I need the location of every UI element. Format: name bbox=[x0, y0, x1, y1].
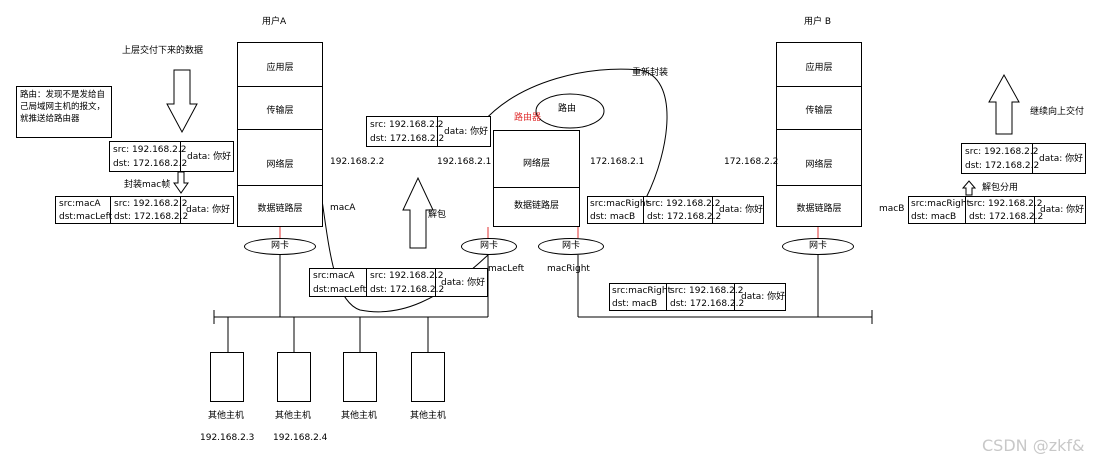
packet-ip-left: src: 192.168.2.2 dst: 172.168.2.2 data: … bbox=[109, 141, 234, 172]
frame-src-ip: src: 192.168.2.2 bbox=[647, 199, 721, 209]
frame-src-ip: src: 192.168.2.2 bbox=[969, 199, 1043, 209]
deliver-up-label: 继续向上交付 bbox=[1030, 107, 1085, 117]
user-a-mac-label: macA bbox=[330, 203, 356, 213]
reencap-label: 重新封装 bbox=[632, 68, 669, 78]
frame-src-mac: src:macRight bbox=[911, 199, 971, 209]
packet-dst-ip: dst: 172.168.2.2 bbox=[965, 161, 1040, 171]
frame-dst-mac: dst: macB bbox=[612, 299, 658, 309]
router-protocol-stack: 网络层 数据链路层 bbox=[493, 130, 580, 227]
user-b-transport-layer: 传输层 bbox=[805, 106, 833, 116]
frame-macright-wire: src:macRight dst: macB src: 192.168.2.2 … bbox=[609, 283, 786, 311]
watermark: CSDN @zkf& bbox=[982, 436, 1085, 455]
user-a-title: 用户A bbox=[262, 17, 287, 27]
frame-data: data: 你好 bbox=[186, 205, 231, 215]
routing-bubble-label: 路由 bbox=[558, 104, 577, 114]
frame-dst-ip: dst: 172.168.2.2 bbox=[670, 299, 745, 309]
frame-src-mac: src:macA bbox=[59, 199, 101, 209]
router-network-layer: 网络层 bbox=[522, 159, 550, 169]
frame-src-ip: src: 192.168.2.2 bbox=[114, 199, 188, 209]
router-nic-left: 网卡 bbox=[461, 238, 517, 255]
frame-data: data: 你好 bbox=[1040, 205, 1085, 215]
frame-data: data: 你好 bbox=[719, 205, 764, 215]
unpack-use-label: 解包分用 bbox=[982, 183, 1019, 193]
frame-dst-mac: dst: macB bbox=[590, 212, 636, 222]
user-a-application-layer: 应用层 bbox=[266, 63, 294, 73]
frame-dst-mac: dst:macLeft bbox=[59, 212, 113, 222]
frame-data: data: 你好 bbox=[741, 292, 786, 302]
packet-dst-ip: dst: 172.168.2.2 bbox=[113, 159, 188, 169]
packet-ip-right: src: 192.168.2.2 dst: 172.168.2.2 data: … bbox=[961, 143, 1086, 174]
frame-src-mac: src:macRight bbox=[612, 286, 672, 296]
routing-note: 路由：发现不是发给自己局域网主机的报文，就推送给路由器 bbox=[16, 86, 112, 138]
packet-src-ip: src: 192.168.2.2 bbox=[370, 120, 444, 130]
user-a-nic: 网卡 bbox=[244, 238, 316, 255]
router-datalink-layer: 数据链路层 bbox=[513, 201, 559, 211]
upper-data-label: 上层交付下来的数据 bbox=[122, 46, 204, 56]
other-host-1 bbox=[210, 352, 244, 402]
router-nic-right: 网卡 bbox=[538, 238, 604, 255]
frame-dst-ip: dst: 172.168.2.2 bbox=[114, 212, 189, 222]
packet-ip-router: src: 192.168.2.2 dst: 172.168.2.2 data: … bbox=[366, 116, 491, 147]
frame-src-mac: src:macRight bbox=[590, 199, 650, 209]
encap-mac-label: 封装mac帧 bbox=[124, 180, 171, 190]
frame-src-mac: src:macA bbox=[313, 271, 355, 281]
router-left-ip: 192.168.2.1 bbox=[437, 157, 492, 167]
other-host-4 bbox=[411, 352, 445, 402]
user-b-ip-label: 172.168.2.2 bbox=[724, 157, 779, 167]
user-a-network-layer: 网络层 bbox=[266, 160, 294, 170]
user-b-protocol-stack: 应用层 传输层 网络层 数据链路层 bbox=[776, 42, 862, 227]
packet-src-ip: src: 192.168.2.2 bbox=[965, 147, 1039, 157]
packet-data: data: 你好 bbox=[444, 127, 489, 137]
frame-dst-mac: dst: macB bbox=[911, 212, 957, 222]
router-right-ip: 172.168.2.1 bbox=[590, 157, 645, 167]
packet-src-ip: src: 192.168.2.2 bbox=[113, 145, 187, 155]
user-b-datalink-layer: 数据链路层 bbox=[796, 204, 842, 214]
router-right-mac: macRight bbox=[547, 264, 590, 274]
frame-maca-left: src:macA dst:macLeft src: 192.168.2.2 ds… bbox=[55, 196, 234, 224]
user-a-datalink-layer: 数据链路层 bbox=[257, 204, 303, 214]
frame-maca-wire: src:macA dst:macLeft src: 192.168.2.2 ds… bbox=[309, 268, 488, 297]
user-b-application-layer: 应用层 bbox=[805, 63, 833, 73]
user-a-ip-label: 192.168.2.2 bbox=[330, 157, 385, 167]
frame-data: data: 你好 bbox=[441, 278, 486, 288]
other-host-label: 其他主机 bbox=[275, 411, 312, 421]
frame-src-ip: src: 192.168.2.2 bbox=[370, 271, 444, 281]
other-host-ip: 192.168.2.3 bbox=[200, 433, 255, 443]
router-title: 路由器 bbox=[514, 113, 542, 123]
user-a-protocol-stack: 应用层 传输层 网络层 数据链路层 bbox=[237, 42, 323, 227]
packet-data: data: 你好 bbox=[1039, 154, 1084, 164]
packet-data: data: 你好 bbox=[187, 152, 232, 162]
frame-dst-ip: dst: 172.168.2.2 bbox=[647, 212, 722, 222]
user-b-network-layer: 网络层 bbox=[805, 160, 833, 170]
other-host-label: 其他主机 bbox=[341, 411, 378, 421]
frame-dst-ip: dst: 172.168.2.2 bbox=[370, 285, 445, 295]
frame-src-ip: src: 192.168.2.2 bbox=[670, 286, 744, 296]
router-left-mac: macLeft bbox=[488, 264, 525, 274]
packet-dst-ip: dst: 172.168.2.2 bbox=[370, 134, 445, 144]
frame-dst-ip: dst: 172.168.2.2 bbox=[969, 212, 1044, 222]
other-host-ip: 192.168.2.4 bbox=[273, 433, 328, 443]
other-host-label: 其他主机 bbox=[208, 411, 245, 421]
unpack-label: 解包 bbox=[428, 210, 447, 220]
user-a-transport-layer: 传输层 bbox=[266, 106, 294, 116]
other-host-3 bbox=[343, 352, 377, 402]
user-b-title: 用户 B bbox=[804, 17, 832, 27]
frame-macright-router: src:macRight dst: macB src: 192.168.2.2 … bbox=[587, 196, 764, 224]
user-b-mac-label: macB bbox=[879, 204, 905, 214]
other-host-label: 其他主机 bbox=[410, 411, 447, 421]
other-host-2 bbox=[277, 352, 311, 402]
frame-macright-right: src:macRight dst: macB src: 192.168.2.2 … bbox=[908, 196, 1086, 224]
frame-dst-mac: dst:macLeft bbox=[313, 285, 367, 295]
user-b-nic: 网卡 bbox=[782, 238, 854, 255]
